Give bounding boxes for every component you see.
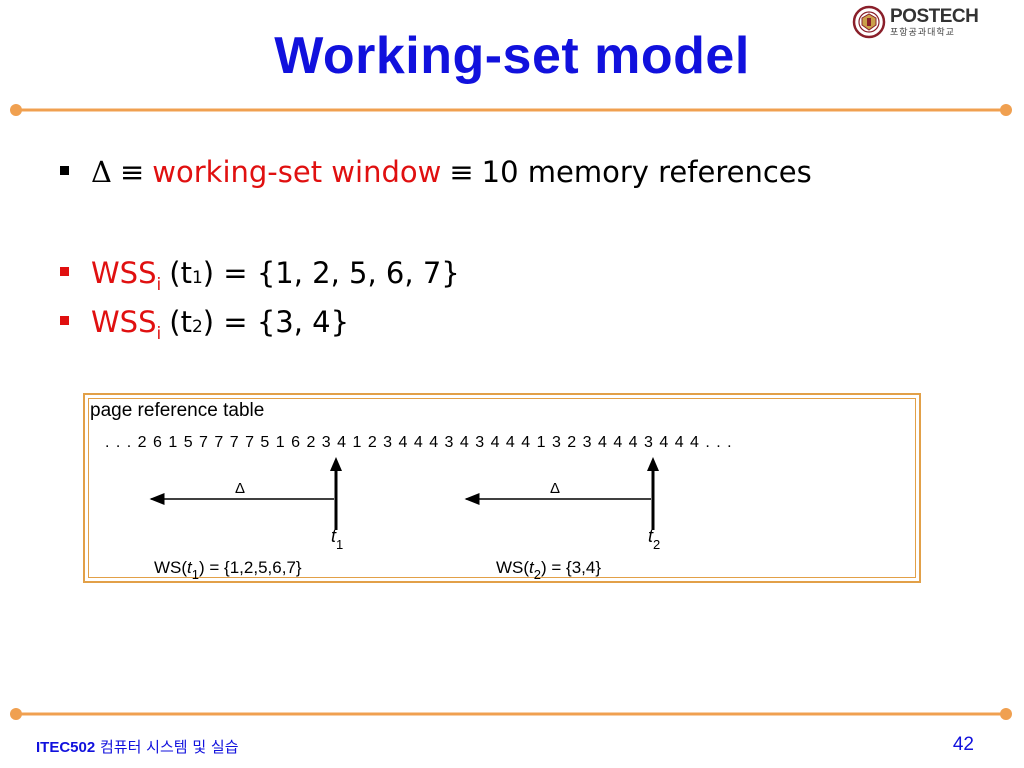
course-footer: ITEC502 컴퓨터 시스템 및 실습 [36,736,239,757]
postech-logo: POSTECH 포항공과대학교 [852,4,979,40]
bullet-square-icon [60,166,69,175]
up-arrow-icon [330,457,342,471]
working-set-window-term: working-set window [152,155,442,189]
memory-references-text: 10 memory references [481,155,812,189]
bottom-divider [10,708,1012,720]
university-seal-icon [852,5,886,39]
ws-t2-label: WS(t2) = {3,4} [496,558,601,582]
bullet-square-icon [60,316,69,325]
course-name: 컴퓨터 시스템 및 실습 [99,738,239,756]
delta-label: Δ [235,480,245,497]
marker-t2: Δ t2 WS(t2) = {3,4} [464,457,660,582]
wss-t1-value: ) = {1, 2, 5, 6, 7} [202,256,460,290]
t1-label: t1 [331,526,343,552]
logo-subtitle: 포항공과대학교 [890,27,955,38]
wss-label: WSSi [91,256,162,295]
wss-label: WSSi [91,305,162,344]
equiv-symbol: ≡ [119,155,145,189]
delta-label: Δ [550,480,560,497]
equiv-symbol: ≡ [449,155,474,189]
wss-t2-value: ) = {3, 4} [202,305,350,339]
diagram-title: page reference table [90,400,264,421]
page-number: 42 [952,734,974,755]
wss-t-symbol: t [180,256,192,290]
marker-t1: Δ t1 WS(t1) = {1,2,5,6,7} [149,457,343,582]
slide-title: Working-set model [274,27,750,85]
up-arrow-icon [647,457,659,471]
bullet-working-set-window: Δ ≡ working-set window ≡ 10 memory refer… [60,155,812,189]
wss-t-symbol: t [180,305,192,339]
ws-t1-label: WS(t1) = {1,2,5,6,7} [154,558,302,582]
course-code: ITEC502 [36,739,96,756]
top-divider [10,104,1012,116]
reference-string: . . . 2 6 1 5 7 7 7 7 5 1 6 2 3 4 1 2 3 … [105,434,733,451]
delta-symbol: Δ [91,155,112,189]
t2-label: t2 [648,526,660,552]
page-reference-diagram: page reference table . . . 2 6 1 5 7 7 7… [83,393,921,583]
bullet-square-icon [60,267,69,276]
logo-name: POSTECH [890,5,979,27]
